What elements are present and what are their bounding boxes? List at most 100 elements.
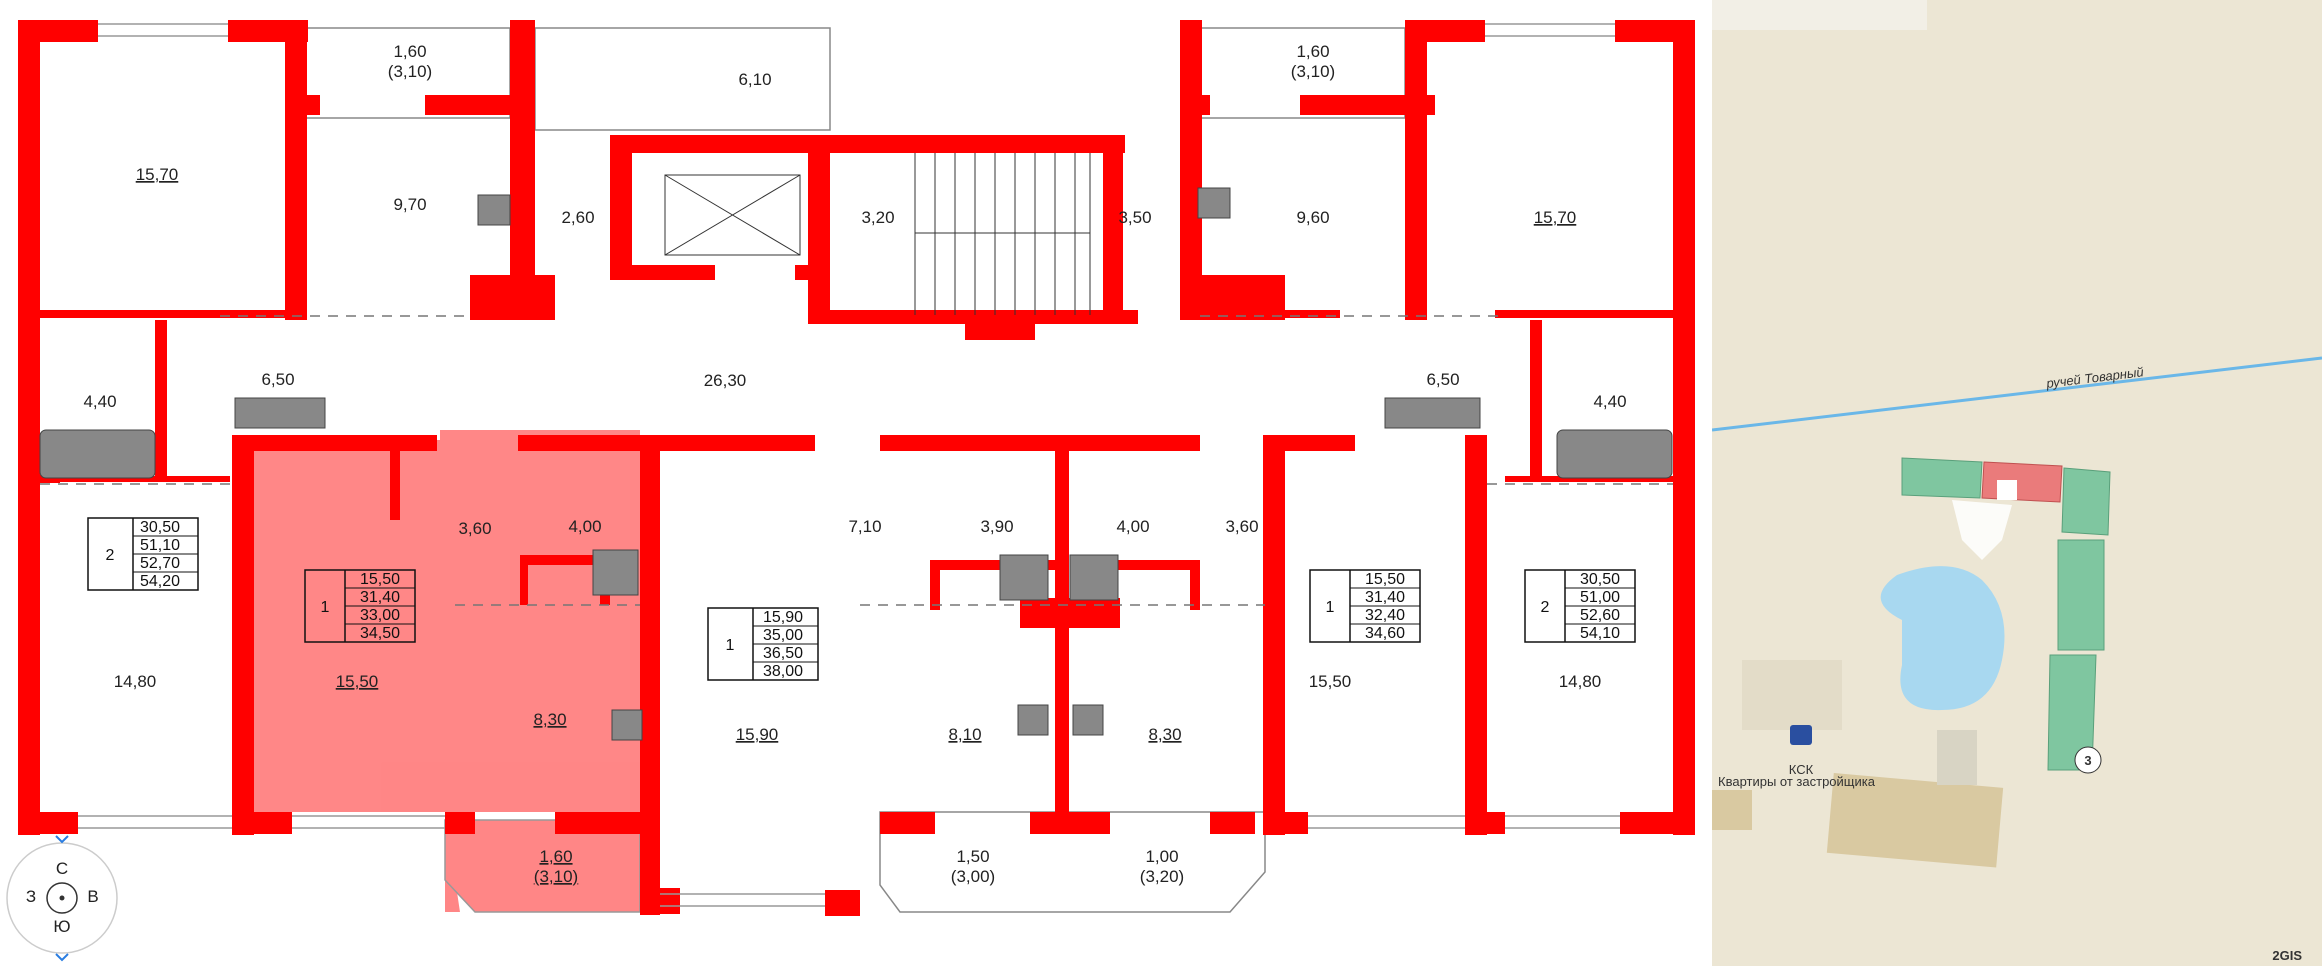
ksk-marker[interactable]: КСК <box>1789 725 1814 777</box>
stove-right <box>1197 187 1231 219</box>
label-mid-room: 15,90 <box>736 725 779 744</box>
wardrobe-left <box>234 397 326 429</box>
bathtub-right <box>1556 429 1673 479</box>
compass: С З В Ю <box>6 835 118 962</box>
label-hall-left: 6,50 <box>261 370 294 389</box>
map-watermark: 2GIS <box>2272 948 2302 963</box>
compass-north: С <box>56 859 68 878</box>
walls <box>18 20 1695 916</box>
label-bot-balcony-right-sub: (3,20) <box>1140 867 1184 886</box>
chevron-up-icon <box>55 835 69 844</box>
label-sel-kitchen: 8,30 <box>533 710 566 729</box>
bathtub-left <box>39 429 156 479</box>
label-bath-right: 4,40 <box>1593 392 1626 411</box>
label-top-balcony-right-sub: (3,10) <box>1291 62 1335 81</box>
buildings <box>1712 457 2111 868</box>
label-bath-left: 4,40 <box>83 392 116 411</box>
label-kitchen-left-top: 9,70 <box>393 195 426 214</box>
apartment-table-1[interactable]: 1 15,50 31,40 33,00 34,50 <box>304 569 416 643</box>
apt-area-3: 54,20 <box>140 573 180 590</box>
label-kitchen-right-top: 9,60 <box>1296 208 1329 227</box>
apt-area-1: 35,00 <box>763 627 803 644</box>
label-hall-2-60: 2,60 <box>561 208 594 227</box>
wardrobe-right <box>1384 397 1481 429</box>
label-stair-right: 3,50 <box>1118 208 1151 227</box>
floor-plan: 1,60 (3,10) 6,10 1,60 (3,10) 15,70 9,70 … <box>6 20 1695 962</box>
windows <box>78 23 1620 907</box>
staircase <box>664 153 1091 315</box>
shower-sel <box>592 549 639 596</box>
apt-area-1: 31,40 <box>1365 589 1405 606</box>
fixtures <box>39 187 1673 741</box>
apt-area-0: 15,90 <box>763 609 803 626</box>
apt-area-1: 51,10 <box>140 537 180 554</box>
apt-rooms: 2 <box>1541 599 1550 616</box>
apt-rooms: 2 <box>106 547 115 564</box>
selected-apartment-highlight[interactable] <box>240 430 640 912</box>
apartment-table-0[interactable]: 2 30,50 51,10 52,70 54,20 <box>87 517 199 591</box>
label-top-balcony-left-sub: (3,10) <box>388 62 432 81</box>
apt-area-3: 34,60 <box>1365 625 1405 642</box>
location-map[interactable]: ручей Товарный КСК Квартиры от застройщи… <box>1712 0 2322 966</box>
apt-area-2: 33,00 <box>360 607 400 624</box>
label-big-balcony: 6,10 <box>738 70 771 89</box>
label-top-balcony-left: 1,60 <box>393 42 426 61</box>
label-hall-7-10: 7,10 <box>848 517 881 536</box>
room-labels: 1,60 (3,10) 6,10 1,60 (3,10) 15,70 9,70 … <box>83 42 1626 886</box>
label-top-balcony-right: 1,60 <box>1296 42 1329 61</box>
apt-area-2: 52,60 <box>1580 607 1620 624</box>
stove-mid-a <box>1017 704 1049 736</box>
apt-area-1: 31,40 <box>360 589 400 606</box>
apt-area-3: 54,10 <box>1580 625 1620 642</box>
chevron-down-icon <box>55 953 69 962</box>
label-right-room-15-50: 15,50 <box>1309 672 1352 691</box>
apt-area-2: 52,70 <box>140 555 180 572</box>
label-hall-3-60-left: 3,60 <box>458 519 491 538</box>
label-hall-right: 6,50 <box>1426 370 1459 389</box>
shower-b <box>1069 554 1119 601</box>
label-bath-3-90: 3,90 <box>980 517 1013 536</box>
compass-west: З <box>26 887 36 906</box>
label-right-room-top: 15,70 <box>1534 208 1577 227</box>
apartment-table-2[interactable]: 1 15,90 35,00 36,50 38,00 <box>707 607 819 681</box>
apartment-table-3[interactable]: 1 15,50 31,40 32,40 34,60 <box>1309 569 1421 643</box>
stream-line <box>1712 356 2322 432</box>
shower-a <box>999 554 1049 601</box>
developer-label: Квартиры от застройщика <box>1718 774 1876 789</box>
label-right-room-bottom: 14,80 <box>1559 672 1602 691</box>
label-bot-balcony-sel-sub: (3,10) <box>534 867 578 886</box>
label-bot-balcony-right: 1,00 <box>1145 847 1178 866</box>
dashed-partitions <box>40 315 1673 606</box>
compass-east: В <box>87 887 98 906</box>
apt-area-3: 34,50 <box>360 625 400 642</box>
label-corridor: 26,30 <box>704 371 747 390</box>
label-bot-balcony-mid-sub: (3,00) <box>951 867 995 886</box>
label-bath-4-00-right: 4,00 <box>1116 517 1149 536</box>
apt-rooms: 1 <box>321 599 330 616</box>
label-bot-balcony-mid: 1,50 <box>956 847 989 866</box>
apt-area-0: 30,50 <box>140 519 180 536</box>
apt-rooms: 1 <box>726 637 735 654</box>
label-left-room-top: 15,70 <box>136 165 179 184</box>
building-number: 3 <box>2084 753 2091 768</box>
apt-area-0: 15,50 <box>360 571 400 588</box>
compass-south: Ю <box>53 917 70 936</box>
building-number-marker[interactable]: 3 <box>2074 746 2102 774</box>
apt-area-0: 15,50 <box>1365 571 1405 588</box>
stove-left <box>477 194 511 226</box>
label-kitchen-8-30: 8,30 <box>1148 725 1181 744</box>
ksk-label: КСК <box>1789 762 1814 777</box>
apt-rooms: 1 <box>1326 599 1335 616</box>
apt-area-2: 32,40 <box>1365 607 1405 624</box>
label-hall-3-60-right: 3,60 <box>1225 517 1258 536</box>
label-bot-balcony-sel: 1,60 <box>539 847 572 866</box>
stove-sel <box>611 709 643 741</box>
apt-area-1: 51,00 <box>1580 589 1620 606</box>
label-left-room-bottom: 14,80 <box>114 672 157 691</box>
stove-mid-b <box>1072 704 1104 736</box>
lake <box>1880 566 2005 711</box>
apartment-table-4[interactable]: 2 30,50 51,00 52,60 54,10 <box>1524 569 1636 643</box>
label-bath-4-00-left: 4,00 <box>568 517 601 536</box>
apt-area-0: 30,50 <box>1580 571 1620 588</box>
label-sel-room: 15,50 <box>336 672 379 691</box>
